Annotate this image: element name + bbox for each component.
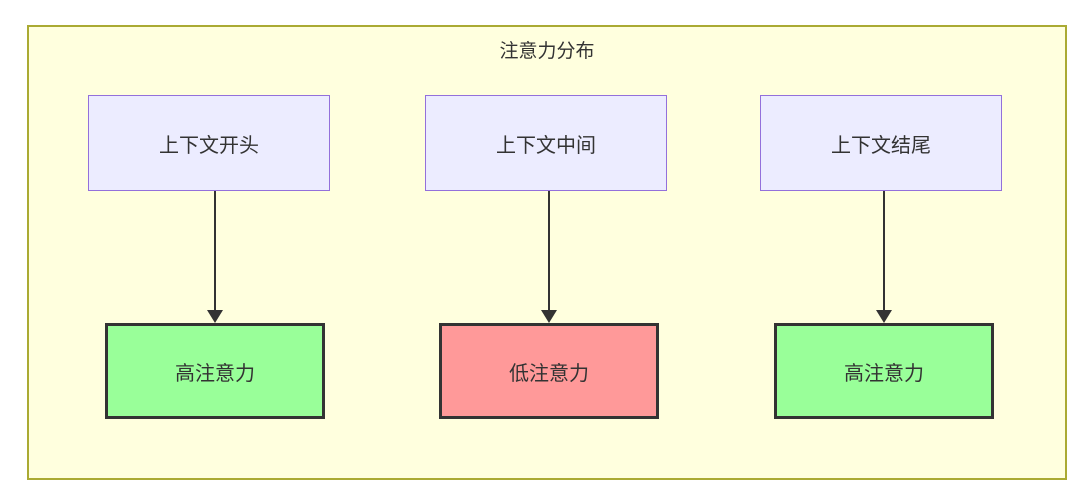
arrow-shaft <box>883 191 885 312</box>
arrow-end-to-high-icon <box>876 191 892 323</box>
node-context-middle-label: 上下文中间 <box>496 134 596 157</box>
node-context-start: 上下文开头 <box>88 95 330 191</box>
node-result-high-attention-right: 高注意力 <box>774 323 994 419</box>
arrow-shaft <box>214 191 216 312</box>
node-result-high-attention-left: 高注意力 <box>105 323 325 419</box>
node-context-middle: 上下文中间 <box>425 95 667 191</box>
node-result-label: 高注意力 <box>175 362 255 385</box>
node-result-low-attention: 低注意力 <box>439 323 659 419</box>
diagram-title: 注意力分布 <box>499 41 595 62</box>
arrow-start-to-high-icon <box>207 191 223 323</box>
arrow-shaft <box>548 191 550 312</box>
node-context-end-label: 上下文结尾 <box>831 134 931 157</box>
arrowhead-icon <box>876 310 892 323</box>
arrowhead-icon <box>207 310 223 323</box>
node-context-end: 上下文结尾 <box>760 95 1002 191</box>
node-context-start-label: 上下文开头 <box>159 134 259 157</box>
node-result-label: 高注意力 <box>844 362 924 385</box>
node-result-label: 低注意力 <box>509 362 589 385</box>
arrow-middle-to-low-icon <box>541 191 557 323</box>
arrowhead-icon <box>541 310 557 323</box>
attention-distribution-subgraph: 注意力分布 上下文开头 上下文中间 上下文结尾 高注意力 低注意力 <box>27 25 1067 480</box>
